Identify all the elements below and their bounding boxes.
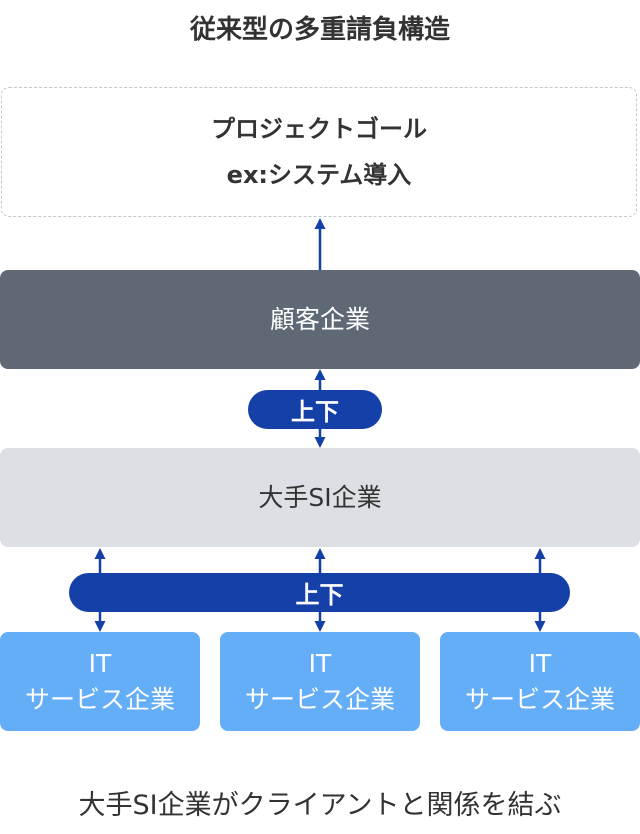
- si-company-box: 大手SI企業: [0, 448, 640, 547]
- diagram-caption: 大手SI企業がクライアントと関係を結ぶ: [78, 790, 562, 821]
- service-company-line2: サービス企業: [24, 684, 175, 714]
- service-company-box: IT サービス企業: [0, 632, 200, 731]
- service-company-line1: IT: [88, 648, 112, 678]
- goal-label: プロジェクトゴール: [211, 115, 427, 143]
- relation-badge-top: 上下: [248, 390, 382, 429]
- arrow-client-to-goal: [314, 218, 326, 270]
- client-company-label: 顧客企業: [269, 304, 370, 334]
- goal-example: ex:システム導入: [226, 161, 412, 189]
- service-company-box: IT サービス企業: [440, 632, 640, 731]
- service-company-line1: IT: [528, 648, 552, 678]
- service-company-box: IT サービス企業: [220, 632, 420, 731]
- relation-badge-bottom: 上下: [69, 573, 570, 612]
- client-company-box: 顧客企業: [0, 270, 640, 369]
- service-company-line2: サービス企業: [244, 684, 395, 714]
- service-company-line1: IT: [308, 648, 332, 678]
- si-company-label: 大手SI企業: [258, 482, 382, 512]
- goal-box: プロジェクトゴール ex:システム導入: [1, 87, 637, 217]
- diagram-title: 従来型の多重請負構造: [189, 15, 450, 45]
- service-company-line2: サービス企業: [464, 684, 615, 714]
